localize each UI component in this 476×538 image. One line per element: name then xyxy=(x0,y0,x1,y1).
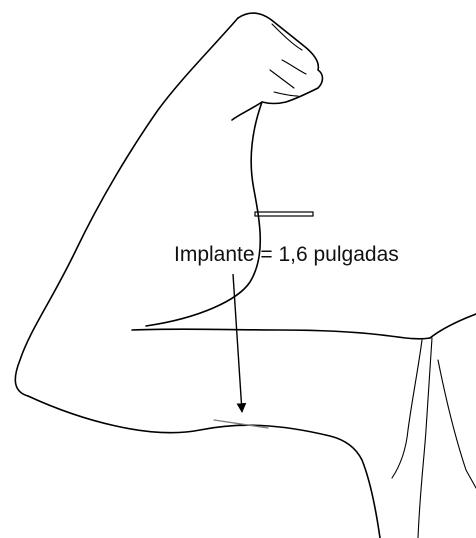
scale-bar-icon xyxy=(255,212,313,216)
implant-label: Implante = 1,6 pulgadas xyxy=(174,243,399,266)
torso-edge xyxy=(438,360,476,488)
biceps-crease xyxy=(132,329,430,339)
arm-outer-edge xyxy=(146,102,262,326)
armpit-fold xyxy=(392,338,432,538)
finger-folds xyxy=(270,24,306,96)
shoulder-edge xyxy=(430,314,476,338)
flexed-arm-icon xyxy=(15,13,476,538)
forearm-inner-edge xyxy=(15,18,238,396)
upper-arm-underside xyxy=(28,396,380,538)
